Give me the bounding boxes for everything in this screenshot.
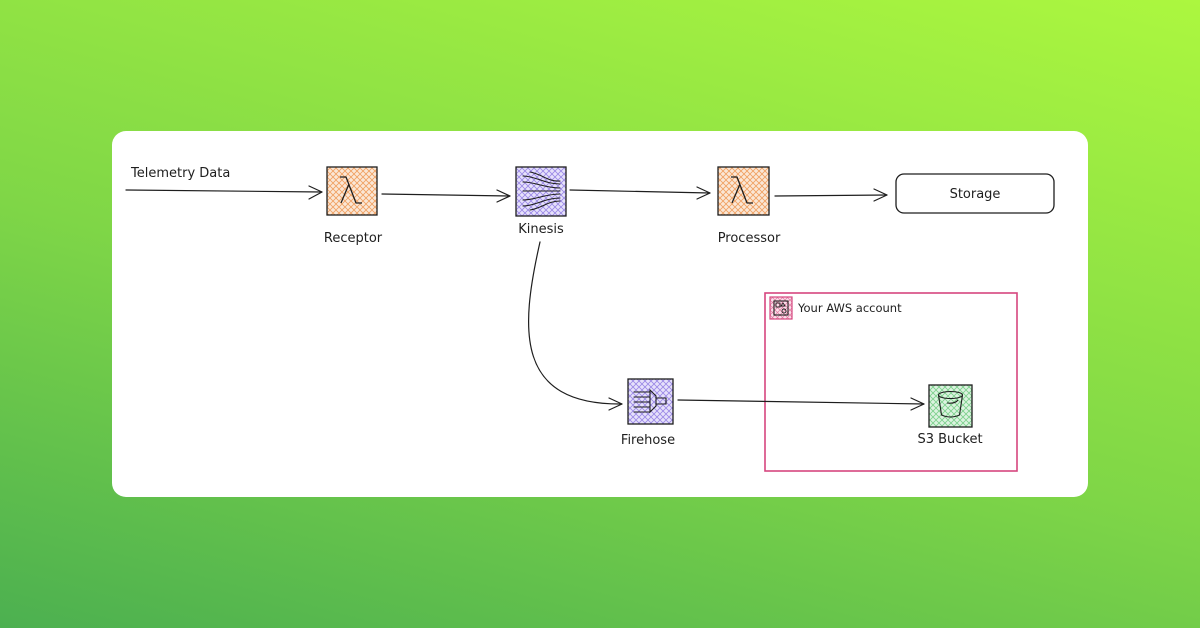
s3-bucket-node[interactable]: S3 Bucket bbox=[917, 384, 983, 447]
lambda-icon bbox=[731, 176, 753, 204]
aws-account-group bbox=[764, 292, 1018, 472]
processor-node[interactable]: Processor bbox=[717, 166, 781, 246]
arrow-receptor-to-kinesis bbox=[381, 193, 511, 197]
receptor-label: Receptor bbox=[324, 231, 383, 246]
arrow-firehose-to-s3 bbox=[677, 399, 925, 405]
arrow-processor-to-storage bbox=[774, 194, 888, 197]
aws-account-icon bbox=[769, 296, 793, 320]
s3-bucket-icon bbox=[937, 390, 964, 418]
firehose-label: Firehose bbox=[621, 433, 675, 448]
storage-label: Storage bbox=[950, 187, 1001, 202]
arrow-kinesis-to-processor bbox=[569, 189, 711, 194]
arrow-kinesis-to-firehose bbox=[528, 241, 623, 405]
receptor-node[interactable]: Receptor bbox=[324, 166, 383, 246]
storage-node[interactable]: Storage bbox=[895, 173, 1055, 214]
s3-bucket-label: S3 Bucket bbox=[917, 432, 982, 447]
kinesis-label: Kinesis bbox=[518, 222, 564, 237]
arrow-telemetry-to-receptor bbox=[125, 189, 323, 193]
aws-account-label: Your AWS account bbox=[797, 301, 902, 315]
processor-label: Processor bbox=[718, 231, 781, 246]
kinesis-node[interactable]: Kinesis bbox=[515, 166, 567, 237]
firehose-icon bbox=[633, 388, 667, 414]
lambda-icon bbox=[340, 176, 362, 204]
telemetry-data-label: Telemetry Data bbox=[130, 166, 230, 181]
firehose-node[interactable]: Firehose bbox=[621, 378, 675, 448]
kinesis-streams-icon bbox=[522, 171, 561, 211]
